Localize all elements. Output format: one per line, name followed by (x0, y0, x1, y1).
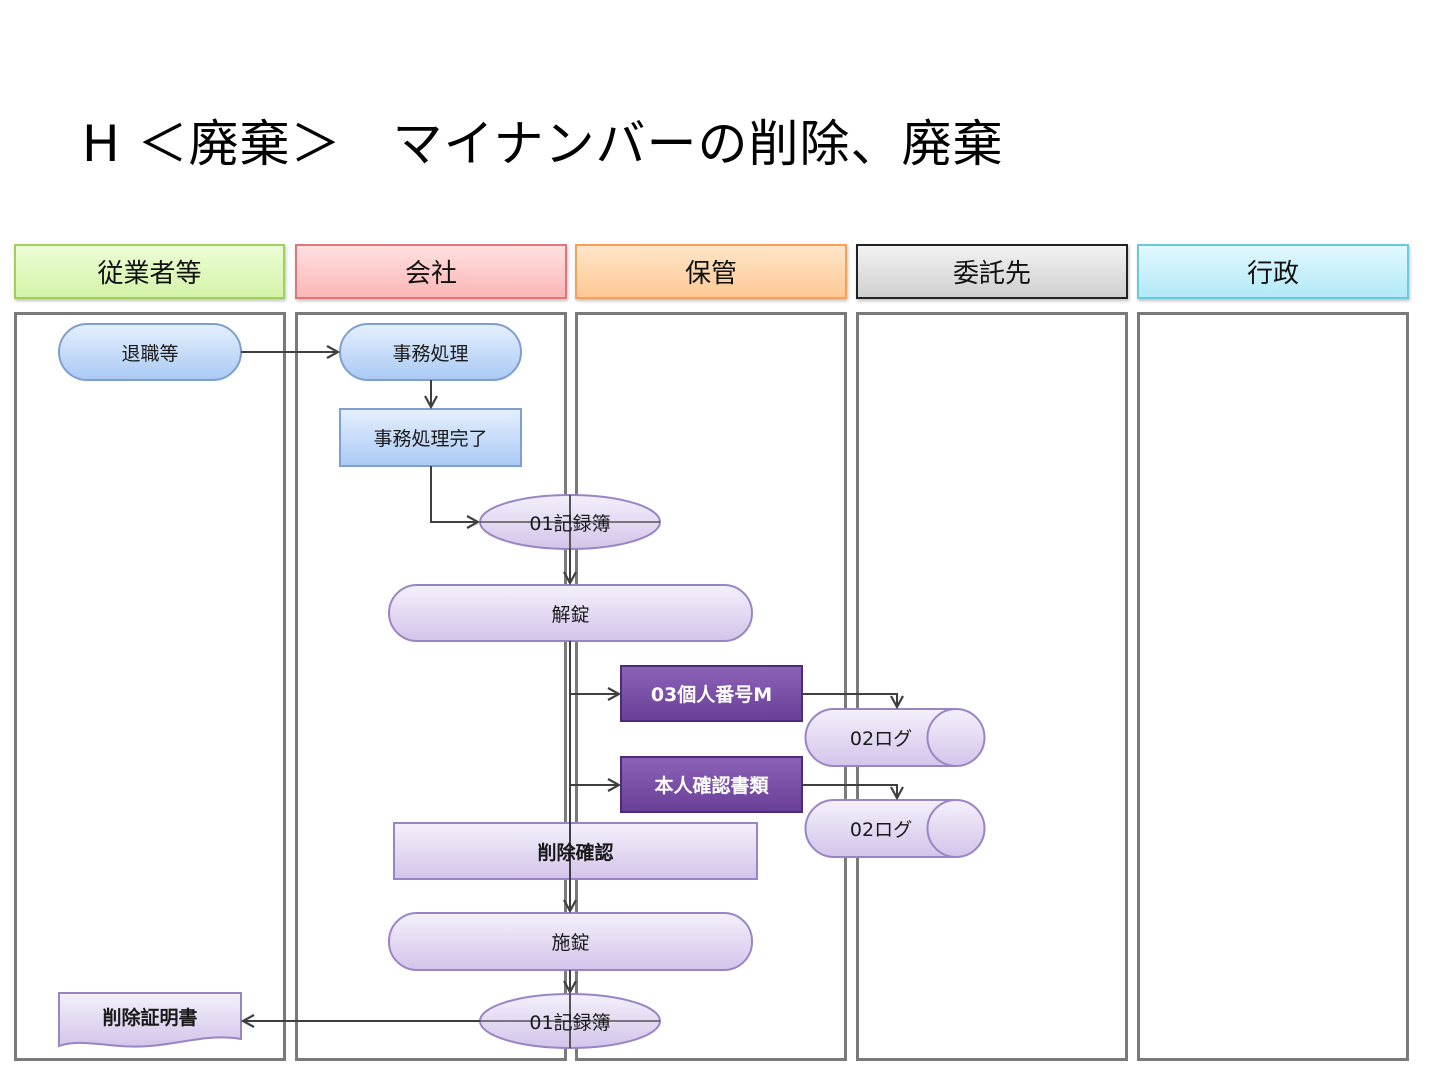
lane-header-employee: 従業者等 (14, 244, 285, 299)
unlock-node (388, 584, 753, 642)
personal-number-master-node (620, 665, 803, 722)
lane-company (295, 312, 567, 1061)
arrow-docs-to-log-2 (802, 784, 897, 798)
lock-node (388, 912, 753, 971)
lane-storage (575, 312, 847, 1061)
arrow-done-to-register (430, 466, 478, 522)
log-1-node (804, 708, 986, 767)
lane-government (1137, 312, 1409, 1061)
lane-header-government: 行政 (1137, 244, 1409, 299)
arrow-master-to-log-1 (802, 693, 897, 707)
lane-outsource (856, 312, 1128, 1061)
processing-node (339, 323, 522, 381)
log-2-node (804, 799, 986, 858)
lane-header-company: 会社 (295, 244, 567, 299)
deletion-check-node (393, 822, 758, 880)
deletion-certificate-node (58, 992, 242, 1048)
processing-done-node (339, 408, 522, 467)
lane-header-outsource: 委託先 (856, 244, 1128, 299)
retirement-node (58, 323, 242, 381)
identity-docs-node (620, 756, 803, 813)
lane-employee (14, 312, 286, 1061)
lane-header-storage: 保管 (575, 244, 847, 299)
page-title: H ＜廃棄＞ マイナンバーの削除、廃棄 (82, 115, 1004, 173)
